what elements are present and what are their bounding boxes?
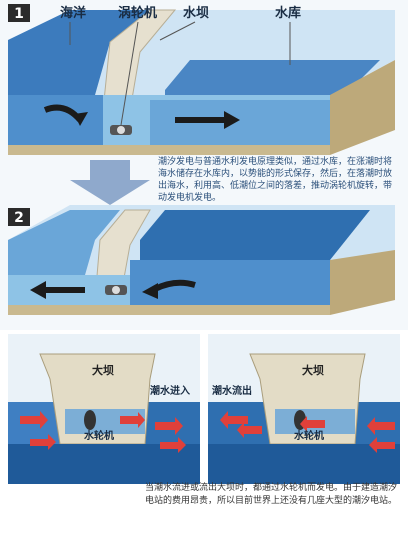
block2-arrowhead-in [142,283,158,299]
step-transition-arrow [70,160,150,205]
right-section: 大坝 潮水流出 水轮机 [208,334,400,484]
block2-front-reservoir [130,260,330,305]
left-turbine-icon [84,410,96,430]
right-flow-arrows [220,411,395,453]
right-flow-label: 潮水流出 [212,384,252,397]
left-section: 大坝 潮水进入 水轮机 [8,334,200,484]
label-dam: 水坝 [183,5,209,21]
tidal-block-diagram-panel: 1 海洋 涡轮机 水坝 水库 [0,0,408,330]
caption-text: 当潮水流进或流出大坝时，都通过水轮机而发电。由于建造潮汐电站的费用昂贵，所以目前… [145,483,398,506]
block1-arrowhead-in [74,112,88,126]
block-1 [8,9,395,155]
svg-text:2: 2 [14,210,24,226]
left-flow-label: 潮水进入 [150,384,190,397]
left-dam-label: 大坝 [92,363,114,377]
left-flow-arrows [20,411,186,453]
step-1-badge: 1 [8,4,30,22]
block1-front-ocean [8,95,103,145]
block1-side-face [330,60,395,155]
tidal-block-diagram: 1 海洋 涡轮机 水坝 水库 [8,4,395,315]
step-2-badge: 2 [8,208,30,226]
block2-reservoir-surface [140,210,370,260]
label-reservoir: 水库 [275,5,301,21]
dam-cross-sections: 大坝 潮水进入 水轮机 大坝 潮水流出 水轮机 [8,334,400,484]
block1-ocean-surface [8,10,150,95]
block2-ground [8,305,330,315]
right-dam-label: 大坝 [302,363,324,377]
block2-flow-arrow-in [153,279,196,292]
block-2 [8,205,395,315]
block2-ocean-surface [8,210,120,275]
block2-side-face [330,250,395,315]
block2-arrowhead-out [30,281,46,299]
block1-reservoir-surface [165,60,380,100]
svg-text:1: 1 [14,6,24,22]
right-turbine-label: 水轮机 [293,429,324,442]
block1-turbine-icon [110,125,132,135]
block2-turbine-icon [105,285,127,295]
dam-cross-section-panel: 大坝 潮水进入 水轮机 大坝 潮水流出 水轮机 当潮 [0,334,408,542]
left-turbine-label: 水轮机 [83,429,114,442]
pointer-turbine [120,21,139,126]
block1-arrowhead-out [224,111,240,129]
label-ocean: 海洋 [60,5,86,21]
label-turbine: 涡轮机 [118,5,157,21]
pointer-dam [159,21,196,41]
block1-ground [8,145,330,155]
description-text: 潮汐发电与普通水利发电原理类似，通过水库，在涨潮时将海水储存在水库内，以势能的形… [158,157,393,203]
